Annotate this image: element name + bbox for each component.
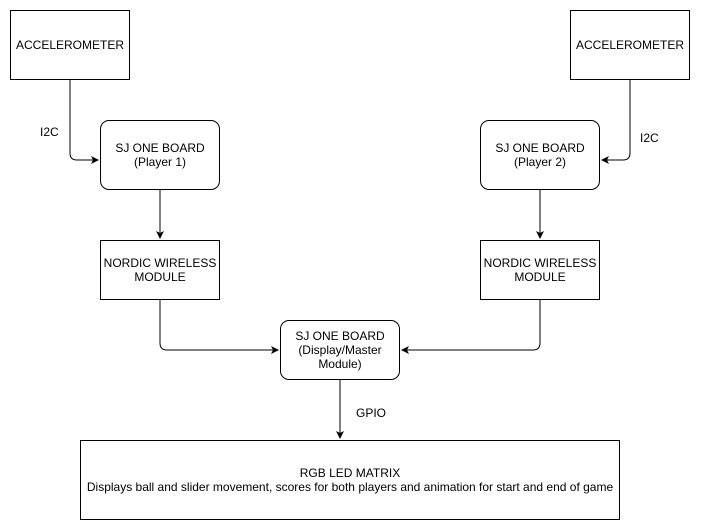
- edge-nordic-right-to-master: [401, 300, 541, 354]
- nordic-wireless-left-line1: NORDIC WIRELESS: [103, 256, 217, 270]
- accelerometer-left-label: ACCELEROMETER: [15, 38, 125, 52]
- sj-one-board-master-subtitle-2: Module): [318, 357, 362, 371]
- sj-one-board-player2-node: SJ ONE BOARD (Player 2): [480, 120, 600, 190]
- edge-nordic-left-to-master: [159, 300, 279, 354]
- sj-one-board-master-title: SJ ONE BOARD: [295, 329, 385, 343]
- sj-one-board-player1-subtitle: (Player 1): [133, 155, 186, 169]
- rgb-led-matrix-title: RGB LED MATRIX: [299, 466, 401, 480]
- sj-one-board-master-subtitle-1: (Display/Master: [298, 343, 382, 357]
- edge-accel-left-to-player1: [69, 80, 99, 164]
- sj-one-board-player2-subtitle: (Player 2): [513, 155, 566, 169]
- nordic-wireless-right-line2: MODULE: [514, 270, 566, 284]
- accelerometer-right-label: ACCELEROMETER: [575, 38, 685, 52]
- rgb-led-matrix-description: Displays ball and slider movement, score…: [86, 480, 614, 494]
- nordic-wireless-right-node: NORDIC WIRELESS MODULE: [480, 240, 600, 300]
- nordic-wireless-left-line2: MODULE: [134, 270, 186, 284]
- edge-accel-right-to-player2: [601, 80, 631, 164]
- edge-label-i2c-left: I2C: [40, 125, 59, 139]
- nordic-wireless-right-line1: NORDIC WIRELESS: [483, 256, 597, 270]
- accelerometer-right-node: ACCELEROMETER: [570, 10, 690, 80]
- sj-one-board-player2-title: SJ ONE BOARD: [495, 141, 585, 155]
- sj-one-board-player1-node: SJ ONE BOARD (Player 1): [100, 120, 220, 190]
- rgb-led-matrix-node: RGB LED MATRIX Displays ball and slider …: [80, 440, 620, 520]
- edge-label-gpio: GPIO: [356, 406, 387, 420]
- edge-label-i2c-right: I2C: [640, 131, 659, 145]
- sj-one-board-player1-title: SJ ONE BOARD: [115, 141, 205, 155]
- sj-one-board-master-node: SJ ONE BOARD (Display/Master Module): [280, 320, 400, 380]
- accelerometer-left-node: ACCELEROMETER: [10, 10, 130, 80]
- nordic-wireless-left-node: NORDIC WIRELESS MODULE: [100, 240, 220, 300]
